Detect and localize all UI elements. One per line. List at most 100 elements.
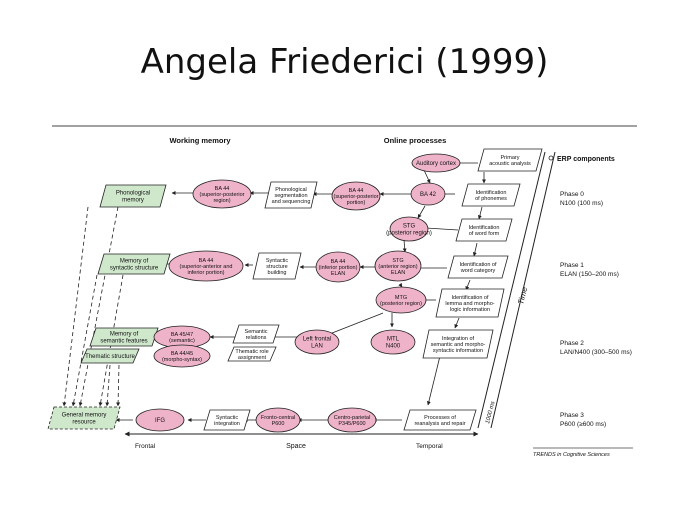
process-syntactic-integration-text: integration xyxy=(214,421,240,427)
space-temporal: Temporal xyxy=(416,443,443,450)
area-ifg-text: IFG xyxy=(155,418,165,424)
area-fronto-central-p600-text: Fronto-central xyxy=(261,415,295,421)
stage-integration-semantic-syntactic-shape xyxy=(422,329,494,359)
process-syntactic-structure-building-text: Syntactic xyxy=(266,258,289,264)
memory-box-thematic: Thematic structure xyxy=(80,348,140,364)
stage-primary-acoustic-analysis-shape xyxy=(477,148,543,172)
area-ba44-inferior-elan-text: (inferior portion) xyxy=(319,265,358,271)
slide-title: Angela Friederici (1999) xyxy=(140,42,549,82)
phase-detail: P600 (≥600 ms) xyxy=(560,421,606,428)
connector-line xyxy=(477,206,483,220)
area-ba44-45-morpho-syntax-shape xyxy=(153,344,211,368)
connector-line xyxy=(425,227,459,231)
connector-line xyxy=(417,205,426,219)
area-stg-anterior-elan-text: STG xyxy=(392,258,403,264)
area-fronto-central-p600-text: P600 xyxy=(272,421,285,427)
memory-box-phonological-text: memory xyxy=(122,197,144,203)
area-left-frontal-lan-text: Left frontal xyxy=(303,337,331,343)
area-fronto-central-p600-shape xyxy=(255,407,301,433)
stage-integration-semantic-syntactic-text: Integration of xyxy=(442,336,475,342)
area-centro-parietal-p345-p600-shape xyxy=(327,407,377,433)
area-stg-posterior: STG(posterior region) xyxy=(386,216,432,242)
area-ba42: BA 42 xyxy=(410,182,446,206)
area-ba44-superior-anterior-text: BA 44 xyxy=(199,258,214,264)
area-auditory-cortex: Auditory cortex xyxy=(411,153,461,173)
stage-reanalysis-and-repair-shape xyxy=(403,409,477,431)
area-ba44-superior-posterior-region-shape xyxy=(192,179,252,209)
area-ba44-45-morpho-syntax: BA 44/45(morpho-syntax) xyxy=(153,344,211,368)
memory-box-general-resource-text: General memory xyxy=(62,413,107,419)
stage-identification-word-category-text: Identification of xyxy=(460,262,497,268)
stage-primary-acoustic-analysis-text: acoustic analysis xyxy=(489,161,531,167)
stage-identification-word-form-shape xyxy=(455,218,513,242)
connector-line xyxy=(326,312,384,336)
area-ba45-47-semantic-text: BA 45/47 xyxy=(171,332,193,338)
phase-name: Phase 1 xyxy=(560,262,584,269)
stage-integration-semantic-syntactic-text: semantic and morpho- xyxy=(431,342,486,348)
memory-box-general-resource-text: resource xyxy=(72,419,96,425)
stage-identification-word-form-text: of word form xyxy=(469,231,500,237)
area-ba42-shape xyxy=(410,182,446,206)
stage-identification-phonemes-text: of phonemes xyxy=(475,196,507,202)
process-syntactic-structure-building-text: building xyxy=(268,270,287,276)
area-ba44-superior-posterior-portion-text: (superior-posterior xyxy=(334,194,379,200)
stage-reanalysis-and-repair-text: Processes of xyxy=(424,415,456,421)
stage-identification-word-category-shape xyxy=(447,255,509,279)
area-auditory-cortex-shape xyxy=(411,153,461,173)
area-centro-parietal-p345-p600-text: P345/P600 xyxy=(338,421,365,427)
time-axis-left xyxy=(477,151,546,429)
process-phonological-segmentation-text: segmentation xyxy=(274,193,307,199)
area-left-frontal-lan-shape xyxy=(294,329,340,355)
area-left-frontal-lan-text: LAN xyxy=(311,343,323,349)
area-ba44-inferior-elan-shape xyxy=(315,251,361,283)
memory-box-syntactic-text: syntactic structure xyxy=(110,265,159,271)
area-ba44-45-morpho-syntax-text: BA 44/45 xyxy=(171,351,193,357)
connector-to-reanalysis xyxy=(426,355,441,406)
connector-lines xyxy=(62,162,486,422)
area-ba44-superior-anterior-shape xyxy=(168,250,244,282)
area-mtg-posterior: MTG(posterior region) xyxy=(375,286,427,314)
stage-identification-phonemes-shape xyxy=(461,183,521,207)
area-ba45-47-semantic-text: (semantic) xyxy=(169,338,195,344)
area-ifg: IFG xyxy=(135,408,185,432)
time-axis-right xyxy=(490,151,556,429)
memory-box-thematic-shape xyxy=(80,348,140,364)
memory-box-semantic-shape xyxy=(89,327,159,347)
area-ba42-text: BA 42 xyxy=(420,192,437,198)
phase-name: Phase 3 xyxy=(560,412,584,419)
memory-box-syntactic-shape xyxy=(97,253,171,275)
time-axis-label: Time xyxy=(516,286,529,306)
area-ba44-superior-posterior-region-text: (superior-posterior xyxy=(200,192,245,198)
memory-box-semantic-text: Memory of xyxy=(110,332,139,338)
dashed-memory-link xyxy=(62,206,89,407)
area-stg-posterior-shape xyxy=(389,216,429,242)
area-mtg-posterior-text: (posterior region) xyxy=(380,301,422,307)
area-ba44-inferior-elan-text: BA 44 xyxy=(331,259,346,265)
memory-box-general-resource-shape xyxy=(47,406,121,430)
process-semantic-relations-text: Semantic xyxy=(245,329,268,335)
area-stg-anterior-elan-shape xyxy=(374,250,422,282)
area-stg-posterior-text: STG xyxy=(403,224,416,230)
stage-identification-lemma-text: logic information xyxy=(450,307,490,313)
connector-line xyxy=(423,169,431,184)
memory-box-phonological-text: Phonological xyxy=(116,191,150,197)
area-ba44-inferior-elan: BA 44(inferior portion)ELAN xyxy=(315,251,361,283)
process-semantic-relations-text: relations xyxy=(246,335,267,341)
stage-identification-phonemes-text: Identification xyxy=(476,190,507,196)
header-online-processes: Online processes xyxy=(384,136,447,145)
